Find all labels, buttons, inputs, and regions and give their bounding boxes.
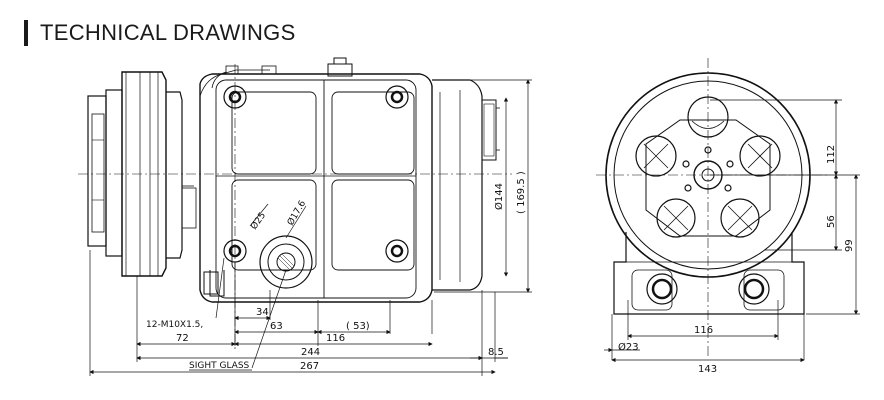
piston-bosses bbox=[635, 96, 781, 238]
front-dimension-lines bbox=[604, 99, 860, 363]
front-view bbox=[596, 58, 830, 356]
svg-text:Ø23: Ø23 bbox=[618, 341, 639, 353]
svg-text:12-M10X1.5,: 12-M10X1.5, bbox=[146, 320, 203, 330]
side-leaders bbox=[215, 203, 307, 369]
svg-text:( 53): ( 53) bbox=[346, 321, 370, 332]
svg-text:72: 72 bbox=[176, 333, 189, 344]
side-labels: 12-M10X1.5, SIGHT GLASS Ø25 Ø17.6 bbox=[146, 198, 308, 371]
section-header: TECHNICAL DRAWINGS bbox=[24, 18, 296, 48]
svg-text:34: 34 bbox=[256, 307, 269, 318]
sight-glass bbox=[259, 235, 313, 289]
svg-text:267: 267 bbox=[300, 361, 319, 372]
svg-text:Ø25: Ø25 bbox=[248, 210, 268, 232]
svg-text:63: 63 bbox=[270, 321, 283, 332]
svg-text:116: 116 bbox=[694, 325, 713, 336]
side-dimension-text: 34 63 ( 53) 72 116 244 267 8.5 Ø144 ( 16… bbox=[176, 171, 527, 372]
svg-text:112: 112 bbox=[826, 145, 837, 164]
side-dimension-lines bbox=[89, 79, 532, 376]
rear-head bbox=[432, 79, 500, 291]
svg-text:Ø17.6: Ø17.6 bbox=[285, 198, 308, 227]
side-view bbox=[78, 57, 512, 350]
svg-text:116: 116 bbox=[326, 333, 345, 344]
header-accent-bar bbox=[24, 20, 28, 46]
svg-text:244: 244 bbox=[301, 347, 320, 358]
svg-text:Ø144: Ø144 bbox=[493, 183, 505, 210]
mount-holes bbox=[223, 85, 409, 263]
svg-text:( 169.5 ): ( 169.5 ) bbox=[516, 171, 527, 214]
front-dimension-text: 116 Ø23 143 112 56 99 bbox=[618, 145, 855, 375]
svg-text:56: 56 bbox=[826, 215, 837, 228]
svg-text:99: 99 bbox=[844, 239, 855, 252]
page-title: TECHNICAL DRAWINGS bbox=[40, 20, 296, 45]
clutch-pulley bbox=[87, 71, 197, 277]
front-mount-base bbox=[613, 232, 805, 315]
svg-text:SIGHT GLASS: SIGHT GLASS bbox=[189, 361, 250, 371]
svg-text:143: 143 bbox=[698, 364, 717, 375]
svg-text:8.5: 8.5 bbox=[488, 347, 504, 358]
